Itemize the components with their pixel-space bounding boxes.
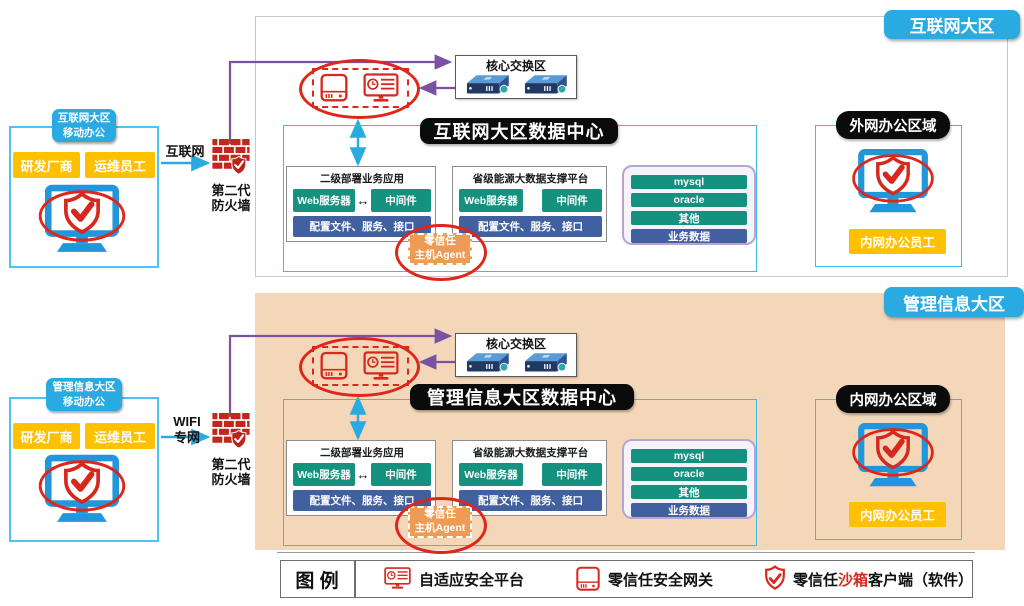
ops-staff-chip-internet: 运维员工 xyxy=(85,152,155,178)
zero-trust-gateway-icon xyxy=(320,351,348,380)
database-stack-mis: mysql oracle 其他 业务数据 xyxy=(622,439,756,519)
middleware-chip: 中间件 xyxy=(542,189,602,212)
zero-trust-client-shield-icon xyxy=(764,565,786,590)
config-bar: 配置文件、服务、接口 xyxy=(459,216,602,237)
office-area-tag-mis: 内网办公区域 xyxy=(836,385,950,413)
middleware-chip: 中间件 xyxy=(371,463,431,486)
bidirectional-arrow: ↔ xyxy=(356,467,370,482)
firewall-label-line1: 第二代 xyxy=(211,457,251,472)
db-row: 业务数据 xyxy=(631,503,747,517)
db-row: 其他 xyxy=(631,485,747,499)
internet-zone-tag-label: 互联网大区 xyxy=(909,17,995,36)
data-center-title-mis: 管理信息大区数据中心 xyxy=(410,384,634,410)
legend-item-adaptive-platform: 自适应安全平台 xyxy=(419,571,525,589)
link-label-line1: WIFI xyxy=(173,414,201,429)
link-label-mis: WIFI 专网 xyxy=(166,414,208,446)
mobile-tag-line2: 移动办公 xyxy=(63,126,105,139)
web-server-chip: Web服务器 xyxy=(459,189,523,212)
legend-divider xyxy=(354,560,356,598)
agent-line1: 零信任 xyxy=(424,235,456,248)
zero-trust-host-agent-internet: 零信任 主机Agent xyxy=(408,233,472,265)
client-monitor-shield-icon xyxy=(849,422,937,498)
data-center-title-label: 互联网大区数据中心 xyxy=(433,122,605,142)
provincial-platform-box-internet: 省级能源大数据支撑平台 Web服务器 中间件 配置文件、服务、接口 xyxy=(452,166,607,242)
database-stack-internet: mysql oracle 其他 业务数据 xyxy=(622,165,756,245)
vendor-chip-mis: 研发厂商 xyxy=(13,423,80,449)
zero-trust-gateway-icon xyxy=(576,566,600,591)
secondary-app-box-mis: 二级部署业务应用 Web服务器 ↔ 中间件 配置文件、服务、接口 xyxy=(286,440,436,516)
provincial-platform-title: 省级能源大数据支撑平台 xyxy=(472,173,589,185)
data-center-title-label: 管理信息大区数据中心 xyxy=(427,388,617,408)
link-label-line2: 专网 xyxy=(173,429,200,445)
firewall-icon-internet xyxy=(211,137,251,176)
client-monitor-shield-icon xyxy=(38,452,126,536)
switch-icon xyxy=(466,352,510,372)
mobile-tag-line1: 管理信息大区 xyxy=(52,381,116,394)
client-monitor-shield-icon xyxy=(38,182,126,266)
mobile-office-tag-internet: 互联网大区 移动办公 xyxy=(52,109,116,142)
provincial-platform-title: 省级能源大数据支撑平台 xyxy=(472,447,589,459)
core-switch-title-internet: 核心交换区 xyxy=(485,59,546,73)
ops-staff-chip-mis: 运维员工 xyxy=(85,423,155,449)
mobile-office-tag-mis: 管理信息大区 移动办公 xyxy=(46,378,122,411)
office-staff-chip-internet: 内网办公员工 xyxy=(849,229,946,254)
switch-icon xyxy=(524,74,568,94)
firewall-label-line2: 防火墙 xyxy=(211,197,251,213)
adaptive-security-platform-icon xyxy=(363,351,399,381)
legend-client-suffix: 客户端（软件） xyxy=(868,571,974,589)
vendor-chip-internet: 研发厂商 xyxy=(13,152,80,178)
legend-box xyxy=(280,560,973,598)
firewall-label-internet: 第二代 防火墙 xyxy=(206,183,256,214)
office-staff-chip-mis: 内网办公员工 xyxy=(849,502,946,527)
mobile-tag-line1: 互联网大区 xyxy=(57,112,111,125)
mobile-tag-line2: 移动办公 xyxy=(63,395,105,408)
web-server-chip: Web服务器 xyxy=(459,463,523,486)
db-row: oracle xyxy=(631,467,747,481)
bidirectional-arrow: ↔ xyxy=(356,193,370,208)
legend-title: 图 例 xyxy=(295,570,339,592)
switch-icon xyxy=(466,74,510,94)
switch-icon xyxy=(524,352,568,372)
secondary-app-title: 二级部署业务应用 xyxy=(320,447,404,459)
agent-line2: 主机Agent xyxy=(414,249,466,261)
web-server-chip: Web服务器 xyxy=(293,189,355,212)
provincial-platform-box-mis: 省级能源大数据支撑平台 Web服务器 中间件 配置文件、服务、接口 xyxy=(452,440,607,516)
db-row: mysql xyxy=(631,175,747,189)
legend-client-prefix: 零信任 xyxy=(793,571,839,589)
legend-top-rule xyxy=(277,552,975,553)
db-row: oracle xyxy=(631,193,747,207)
zero-trust-host-agent-mis: 零信任 主机Agent xyxy=(408,506,472,538)
middleware-chip: 中间件 xyxy=(371,189,431,212)
adaptive-security-platform-icon xyxy=(384,567,411,590)
core-switch-title-mis: 核心交换区 xyxy=(485,337,546,351)
config-bar: 配置文件、服务、接口 xyxy=(459,490,602,511)
agent-line1: 零信任 xyxy=(424,508,456,521)
firewall-label-mis: 第二代 防火墙 xyxy=(206,457,256,488)
adaptive-security-platform-icon xyxy=(363,73,399,103)
legend-client-highlight: 沙箱 xyxy=(838,571,869,589)
legend-item-gateway: 零信任安全网关 xyxy=(608,571,714,589)
mis-zone-tag-label: 管理信息大区 xyxy=(903,294,1005,314)
db-row: 其他 xyxy=(631,211,747,225)
middleware-chip: 中间件 xyxy=(542,463,602,486)
db-row: 业务数据 xyxy=(631,229,747,243)
office-area-label: 外网办公区域 xyxy=(849,118,937,135)
secondary-app-box-internet: 二级部署业务应用 Web服务器 ↔ 中间件 配置文件、服务、接口 xyxy=(286,166,436,242)
legend-item-client: 零信任沙箱客户端（软件） xyxy=(793,560,973,598)
office-area-tag-internet: 外网办公区域 xyxy=(836,111,950,139)
web-server-chip: Web服务器 xyxy=(293,463,355,486)
agent-line2: 主机Agent xyxy=(414,522,466,534)
data-center-title-internet: 互联网大区数据中心 xyxy=(420,118,618,144)
internet-zone-tag: 互联网大区 xyxy=(884,10,1020,39)
firewall-label-line2: 防火墙 xyxy=(211,471,251,487)
firewall-label-line1: 第二代 xyxy=(211,183,251,198)
client-monitor-shield-icon xyxy=(849,148,937,224)
secondary-app-title: 二级部署业务应用 xyxy=(320,173,404,185)
mis-zone-tag: 管理信息大区 xyxy=(884,287,1024,317)
db-row: mysql xyxy=(631,449,747,463)
office-area-label: 内网办公区域 xyxy=(849,392,937,409)
firewall-icon-mis xyxy=(211,411,251,450)
zero-trust-gateway-icon xyxy=(320,73,348,102)
link-label-internet: 互联网 xyxy=(165,144,205,159)
